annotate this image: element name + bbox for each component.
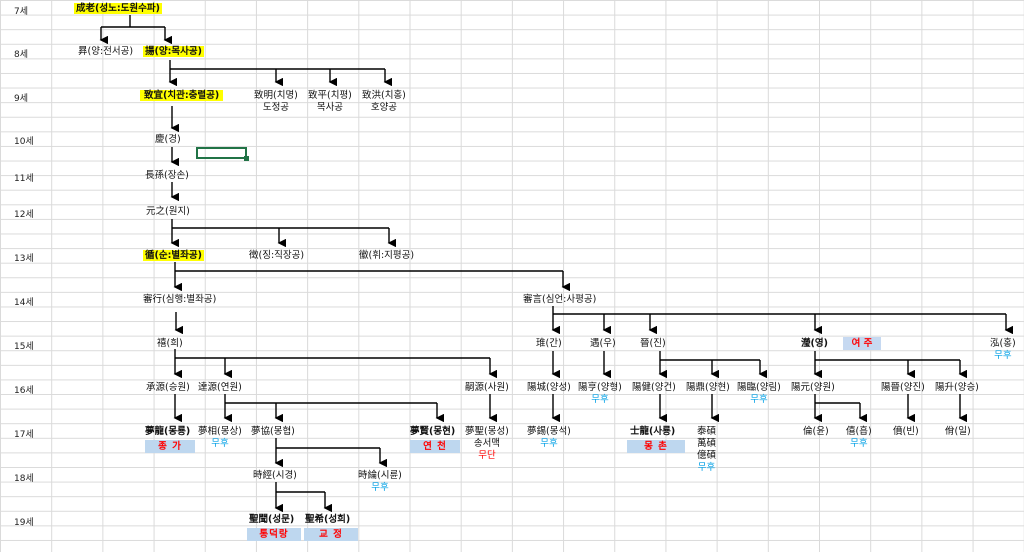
gen-label: 13세: [14, 254, 34, 264]
person-g7-founder: 成老(성노:도원수파): [74, 3, 162, 14]
gen-label: 16세: [14, 386, 34, 396]
person-g17-7: 士龍(사룡): [630, 426, 676, 437]
gen-label: 11세: [14, 174, 34, 184]
gen-label: 9세: [14, 94, 29, 104]
person-g17-4: 夢賢(몽현): [410, 426, 456, 437]
person-g17-1: 夢龍(몽룡): [145, 426, 191, 437]
person-g19-2: 聖希(성희): [305, 514, 351, 525]
gen-label: 8세: [14, 50, 29, 60]
gen-label: 12세: [14, 210, 34, 220]
person-g12: 元之(원지): [146, 206, 190, 217]
person-g16-2: 達源(연원): [198, 382, 242, 393]
person-g17-9: 倫(윤): [803, 426, 829, 437]
person-g16-9: 陽元(양원): [791, 382, 835, 393]
person-g17-2: 夢相(몽상)무후: [198, 426, 242, 449]
person-g9-3: 致平(치평)목사공: [308, 90, 352, 113]
lineage-tag: 연 천: [410, 440, 460, 453]
person-g8-1: 昪(양:전서공): [78, 46, 134, 57]
person-g16-8: 陽臨(양림)무후: [737, 382, 781, 405]
fill-handle[interactable]: [244, 156, 249, 161]
lineage-tag: 교 정: [304, 528, 358, 541]
person-g16-3: 嗣源(사원): [465, 382, 509, 393]
person-g16-10: 陽晉(양진): [881, 382, 925, 393]
person-g9-1: 致宜(치관:충렬공): [140, 90, 224, 102]
person-g15-3: 遇(우): [590, 338, 616, 349]
person-g15-4: 晉(진): [640, 338, 666, 349]
gen-label: 14세: [14, 298, 34, 308]
lineage-tag: 통덕랑: [247, 528, 301, 541]
person-g18-2: 時綸(시륜)무후: [358, 470, 402, 493]
gen-label: 15세: [14, 342, 34, 352]
person-g8-2: 揚(양:목사공): [143, 46, 204, 57]
person-g16-6: 陽健(양건): [632, 382, 676, 393]
gen-label: 18세: [14, 474, 34, 484]
person-g14-1: 審行(심행:별좌공): [143, 294, 217, 305]
person-g13-2: 徵(징:직장공): [249, 250, 305, 261]
person-g16-7: 陽鼎(양현): [686, 382, 730, 393]
person-g10: 慶(경): [155, 134, 181, 145]
person-g16-1: 承源(승원): [146, 382, 190, 393]
gen-label: 19세: [14, 518, 34, 528]
person-g17-6: 夢錫(몽석)무후: [527, 426, 571, 449]
selected-cell[interactable]: [196, 147, 249, 161]
location-tag: 여 주: [843, 337, 881, 350]
person-g17-12: 佾(일): [945, 426, 971, 437]
person-g14-2: 審言(심언:사평공): [523, 294, 597, 305]
person-g13-3: 徽(휘:지평공): [359, 250, 415, 261]
lineage-tag: 몽 촌: [627, 440, 685, 453]
person-g15-6: 泓(홍)무후: [990, 338, 1016, 361]
person-g9-2: 致明(치명)도정공: [254, 90, 298, 113]
person-g16-4: 陽城(양성): [527, 382, 571, 393]
person-g17-10: 僖(흡)무후: [846, 426, 872, 449]
person-g18-1: 時經(시경): [253, 470, 297, 481]
lineage-tag: 종 가: [145, 440, 195, 453]
person-g9-4: 致洪(치홍)호양공: [362, 90, 406, 113]
person-g17-11: 僨(빈): [893, 426, 919, 437]
person-g15-1: 禧(희): [157, 338, 183, 349]
person-g16-5: 陽亨(양형)무후: [578, 382, 622, 405]
person-g17-3: 夢協(몽협): [251, 426, 295, 437]
gen-label: 10세: [14, 137, 34, 147]
person-g19-1: 聖聞(성문): [249, 514, 295, 525]
person-g15-5: 瀅(영): [801, 338, 828, 349]
person-g15-2: 琟(간): [536, 338, 562, 349]
gen-label: 17세: [14, 430, 34, 440]
gen-label: 7세: [14, 7, 29, 17]
person-g13-1: 循(순:별좌공): [143, 250, 204, 261]
person-g11: 長孫(장손): [145, 170, 189, 181]
person-g16-11: 陽升(양승): [935, 382, 979, 393]
